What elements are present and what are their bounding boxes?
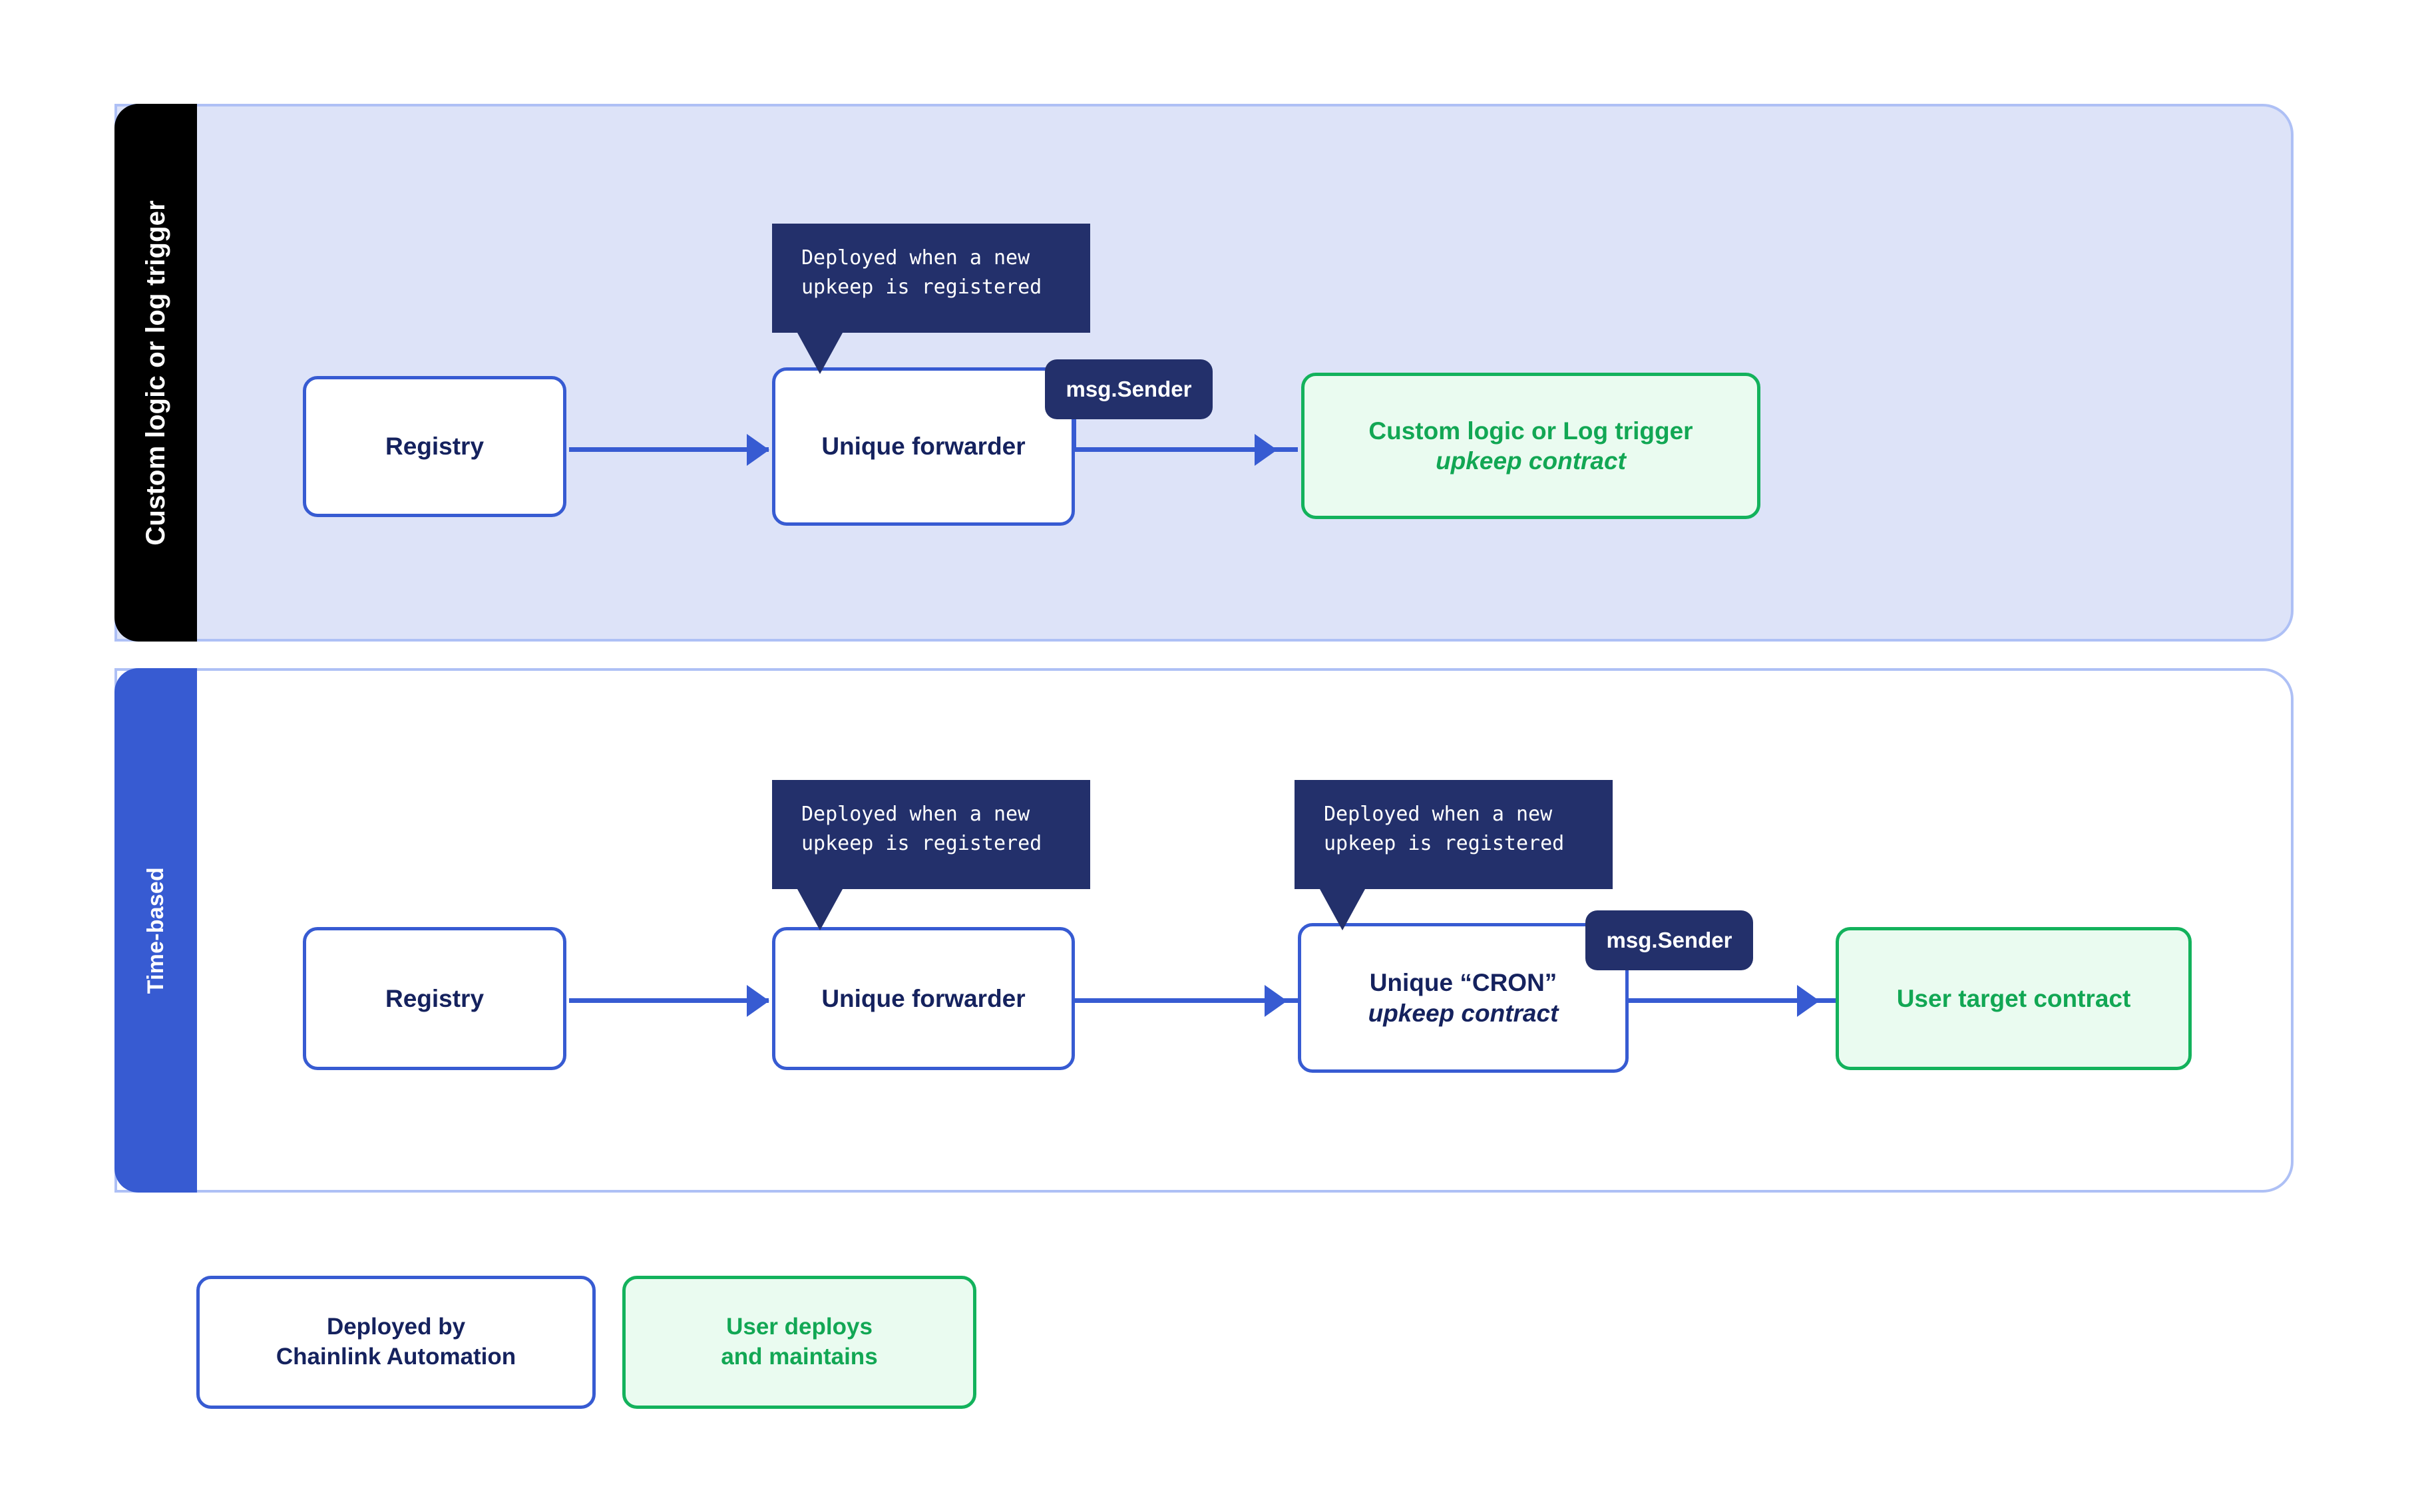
legend-user-deploys-and-maintains: User deploys and maintains <box>622 1276 976 1409</box>
row-tab-label-custom-logic: Custom logic or log trigger <box>140 200 170 546</box>
legend-deployed-by-chainlink-automation: Deployed by Chainlink Automation <box>196 1276 596 1409</box>
callout-forwarder-r1: Deployed when a new upkeep is registered <box>772 224 1090 374</box>
node-registry-r1[interactable]: Registry <box>303 376 566 517</box>
callout-forwarder-r2: Deployed when a new upkeep is registered <box>772 780 1090 930</box>
connector-registry-to-forwarder-r2 <box>569 998 769 1003</box>
connector-forwarder-to-cron-r2 <box>1072 998 1308 1003</box>
node-cron-upkeep-line1-r2: Unique “CRON” <box>1369 969 1557 997</box>
node-user-target-contract-label-r2: User target contract <box>1896 984 2131 1012</box>
arrowhead-registry-to-forwarder-r1 <box>747 434 769 466</box>
callout-cron-line2-r2: upkeep is registered <box>1324 832 1565 856</box>
callout-cron-r2: Deployed when a new upkeep is registered <box>1295 780 1613 930</box>
legend-green-line1: User deploys <box>726 1314 873 1340</box>
node-registry-label-r2: Registry <box>385 984 485 1012</box>
node-cron-upkeep-contract-r2[interactable]: Unique “CRON” upkeep contract <box>1298 923 1629 1073</box>
pill-msg-sender-r1: msg.Sender <box>1045 359 1213 419</box>
node-unique-forwarder-r1[interactable]: Unique forwarder <box>772 367 1075 526</box>
node-unique-forwarder-r2[interactable]: Unique forwarder <box>772 927 1075 1070</box>
node-cron-upkeep-line2-r2: upkeep contract <box>1368 999 1559 1027</box>
legend-blue-line1: Deployed by <box>326 1314 466 1340</box>
row-tab-custom-logic: Custom logic or log trigger <box>114 104 197 642</box>
pill-msg-sender-label-r1: msg.Sender <box>1066 377 1192 401</box>
callout-tail-icon-r1 <box>797 333 843 374</box>
arrowhead-registry-to-forwarder-r2 <box>747 985 769 1017</box>
connector-registry-to-forwarder-r1 <box>569 447 769 452</box>
connector-cron-to-user-target-r2 <box>1611 998 1837 1003</box>
node-upkeep-contract-line2-r1: upkeep contract <box>1436 447 1626 474</box>
callout-forwarder-line1-r2: Deployed when a new <box>801 803 1030 826</box>
arrowhead-forwarder-to-upkeep-r1 <box>1255 434 1277 466</box>
callout-tail-icon-forwarder-r2 <box>797 889 843 930</box>
pill-msg-sender-r2: msg.Sender <box>1585 910 1753 970</box>
pill-msg-sender-label-r2: msg.Sender <box>1606 928 1732 952</box>
legend-blue-line2: Chainlink Automation <box>276 1344 516 1370</box>
node-upkeep-contract-line1-r1: Custom logic or Log trigger <box>1368 417 1693 445</box>
callout-cron-line1-r2: Deployed when a new <box>1324 803 1553 826</box>
node-unique-forwarder-label-r1: Unique forwarder <box>821 433 1026 461</box>
legend-green-line2: and maintains <box>721 1344 878 1370</box>
row-tab-label-time-based: Time-based <box>142 866 168 994</box>
node-registry-label-r1: Registry <box>385 433 485 461</box>
callout-forwarder-line2-r1: upkeep is registered <box>801 276 1042 299</box>
callout-forwarder-line1-r1: Deployed when a new <box>801 246 1030 270</box>
node-registry-r2[interactable]: Registry <box>303 927 566 1070</box>
row-tab-time-based: Time-based <box>114 668 197 1193</box>
callout-forwarder-line2-r2: upkeep is registered <box>801 832 1042 856</box>
arrowhead-cron-to-user-target-r2 <box>1797 985 1820 1017</box>
arrowhead-forwarder-to-cron-r2 <box>1265 985 1287 1017</box>
connector-forwarder-to-upkeep-r1 <box>1072 447 1298 452</box>
node-user-target-contract-r2[interactable]: User target contract <box>1836 927 2192 1070</box>
node-unique-forwarder-label-r2: Unique forwarder <box>821 984 1026 1012</box>
callout-tail-icon-cron-r2 <box>1320 889 1365 930</box>
node-upkeep-contract-r1[interactable]: Custom logic or Log trigger upkeep contr… <box>1301 373 1760 519</box>
